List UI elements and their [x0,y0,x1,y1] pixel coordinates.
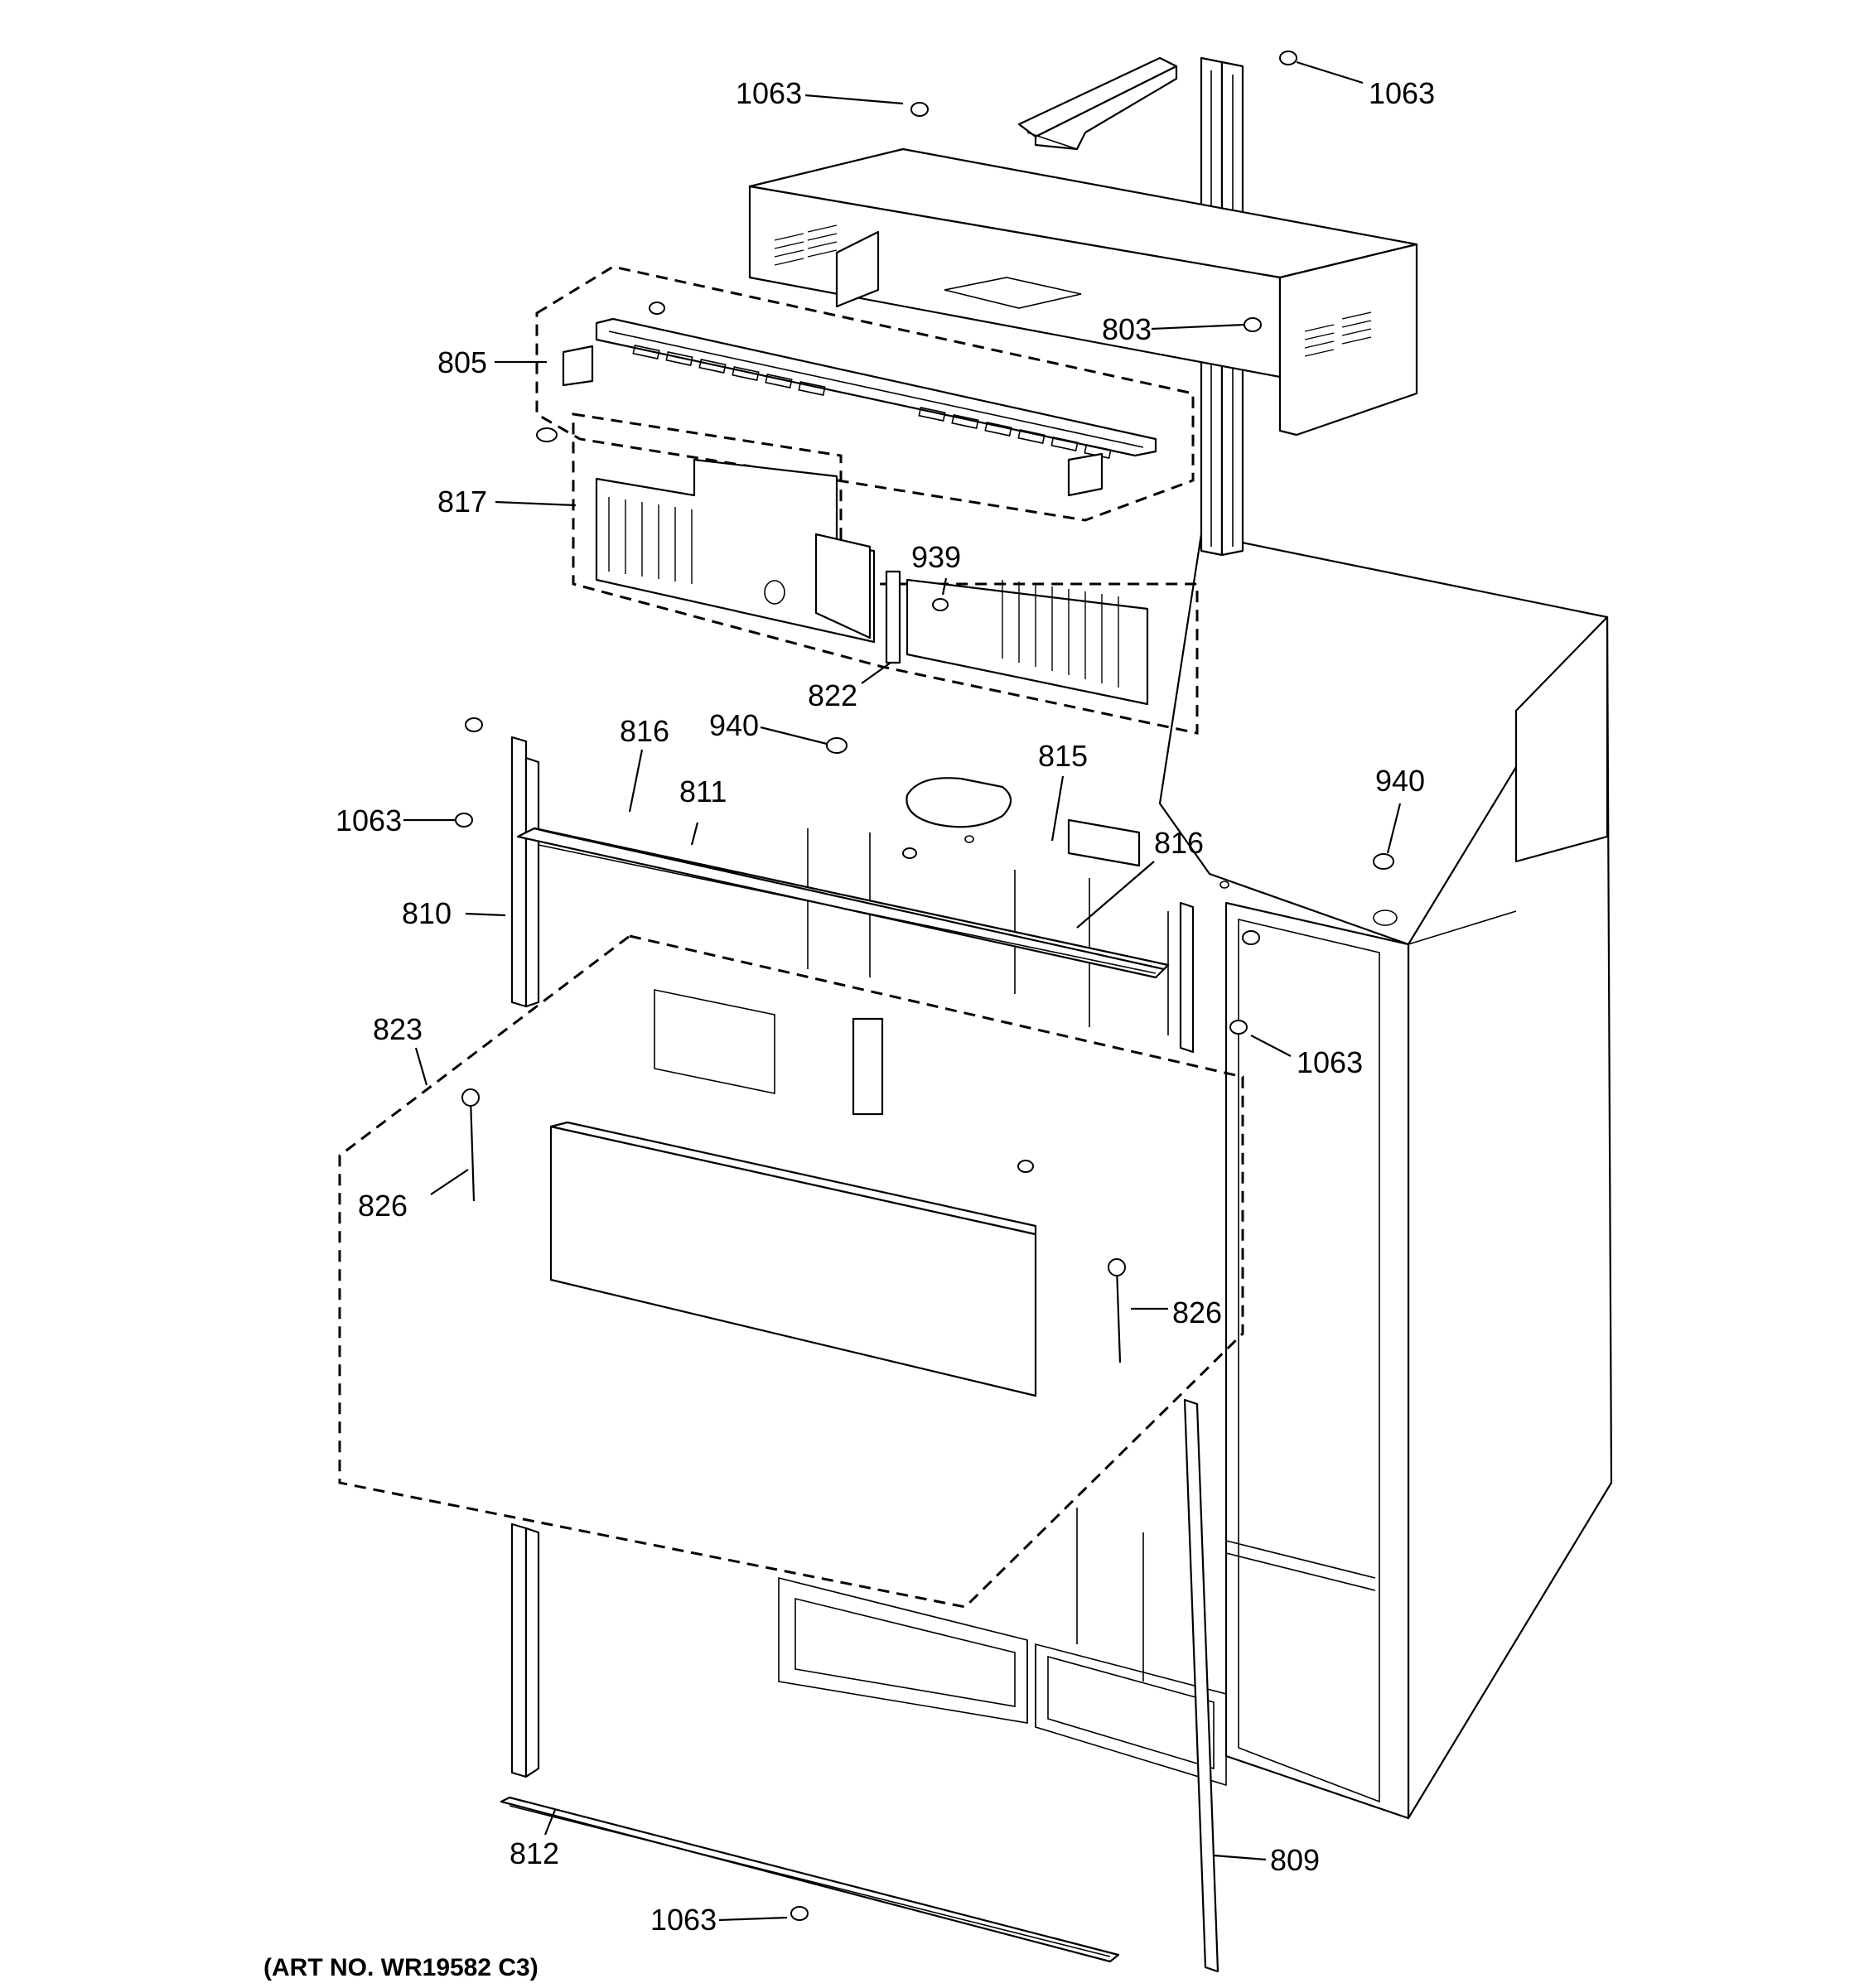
callout-816-right: 816 [1154,826,1204,860]
callout-labels: 1063 1063 805 803 817 939 822 940 816 81… [263,76,1435,1981]
group-817-outline [572,413,1199,735]
callout-816-left: 816 [620,714,669,748]
callout-939: 939 [911,540,961,574]
callout-823: 823 [373,1012,423,1046]
bottom-bracket-812 [500,1796,1120,1963]
side-trim-810 [510,736,540,1778]
screw-icon [455,51,1394,1921]
top-rail [1017,56,1178,151]
blower-housing [748,147,1418,437]
art-number: (ART NO. WR19582 C3) [263,1954,538,1981]
louvered-panel-817 [595,458,876,644]
cabinet-body [778,533,1613,1820]
callout-809: 809 [1270,1843,1320,1877]
callout-817: 817 [437,485,487,519]
callout-810: 810 [402,896,452,930]
callout-1063-bottom: 1063 [650,1903,717,1937]
callout-803: 803 [1102,312,1152,346]
callout-805: 805 [437,345,487,379]
callout-826-right: 826 [1172,1296,1222,1329]
callout-1063-top-left: 1063 [736,76,802,110]
side-trim-809 [1179,901,1219,1973]
callout-812: 812 [510,1836,559,1870]
strip-822 [885,570,901,664]
grille-panel [906,578,1149,706]
bracket-811 [516,827,1170,979]
callout-815: 815 [1038,739,1088,773]
leader-lines [403,60,1402,1922]
callout-826-left: 826 [358,1189,408,1223]
callout-811: 811 [679,774,727,808]
callout-1063-top-right: 1063 [1369,76,1435,110]
callout-822: 822 [808,678,857,712]
door-panel-823 [549,989,1037,1397]
group-805-outline [535,265,1195,522]
callout-1063-mid-left: 1063 [336,803,402,837]
callout-1063-mid-right: 1063 [1297,1045,1363,1079]
group-823-outline [338,934,1244,1609]
vent-rail-805 [562,317,1157,497]
callout-940-right: 940 [1375,764,1425,798]
callout-940-left: 940 [709,708,759,742]
